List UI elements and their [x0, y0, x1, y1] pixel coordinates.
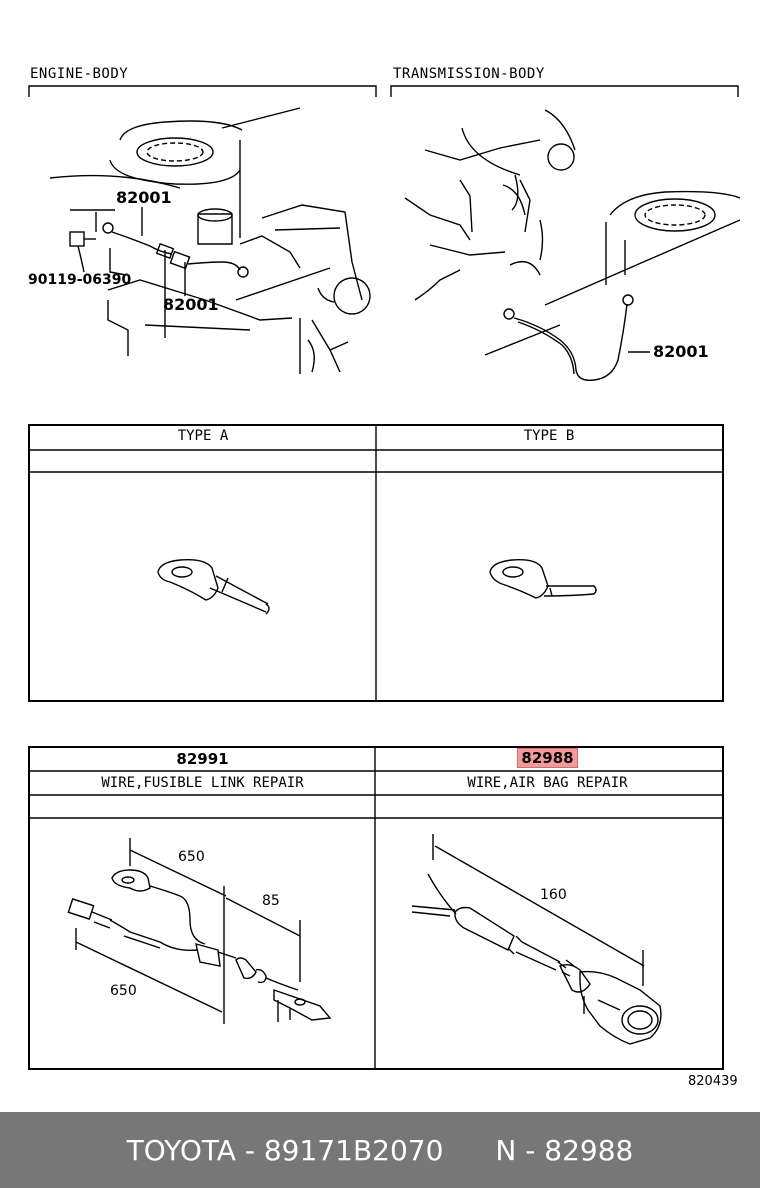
- footer-reference-number: N - 82988: [495, 1133, 634, 1167]
- fusible-link-wire-illustration: [67, 838, 332, 1024]
- dimension-label: 650: [178, 849, 205, 865]
- engine-illustration: [49, 107, 371, 374]
- transmission-illustration: [404, 109, 741, 381]
- transmission-body-bracket: [390, 85, 739, 97]
- type-b-terminal: [489, 558, 597, 599]
- engine-body-bracket: [28, 85, 377, 97]
- part-description-air-bag: WIRE,AIR BAG REPAIR: [467, 775, 628, 791]
- air-bag-wire-illustration: [411, 834, 662, 1045]
- engine-body-label: ENGINE-BODY: [30, 66, 129, 82]
- type-a-header: TYPE A: [177, 428, 229, 444]
- footer-brand-part-number: TOYOTA - 89171B2070: [126, 1133, 444, 1167]
- figure-code: 820439: [688, 1074, 738, 1089]
- callout-transmission-ground-strap: 82001: [653, 342, 709, 361]
- dimension-label: 85: [262, 893, 280, 909]
- callout-engine-bolt: 90119-06390: [28, 272, 132, 288]
- part-number-82988[interactable]: 82988: [517, 748, 578, 768]
- part-number-82988-container: 82988: [375, 748, 720, 768]
- callout-engine-ground-strap-lower: 82001: [163, 295, 219, 314]
- dimension-label: 160: [540, 887, 567, 903]
- part-number-82991[interactable]: 82991: [176, 750, 229, 768]
- footer-bar: TOYOTA - 89171B2070 N - 82988: [0, 1112, 760, 1188]
- part-description-fusible-link: WIRE,FUSIBLE LINK REPAIR: [101, 775, 304, 791]
- repair-parts-table: [28, 746, 724, 1070]
- terminal-type-table: [28, 424, 724, 702]
- type-a-terminal: [157, 558, 270, 615]
- transmission-body-label: TRANSMISSION-BODY: [393, 66, 545, 82]
- callout-engine-ground-strap: 82001: [116, 188, 172, 207]
- type-b-header: TYPE B: [523, 428, 575, 444]
- dimension-label: 650: [110, 983, 137, 999]
